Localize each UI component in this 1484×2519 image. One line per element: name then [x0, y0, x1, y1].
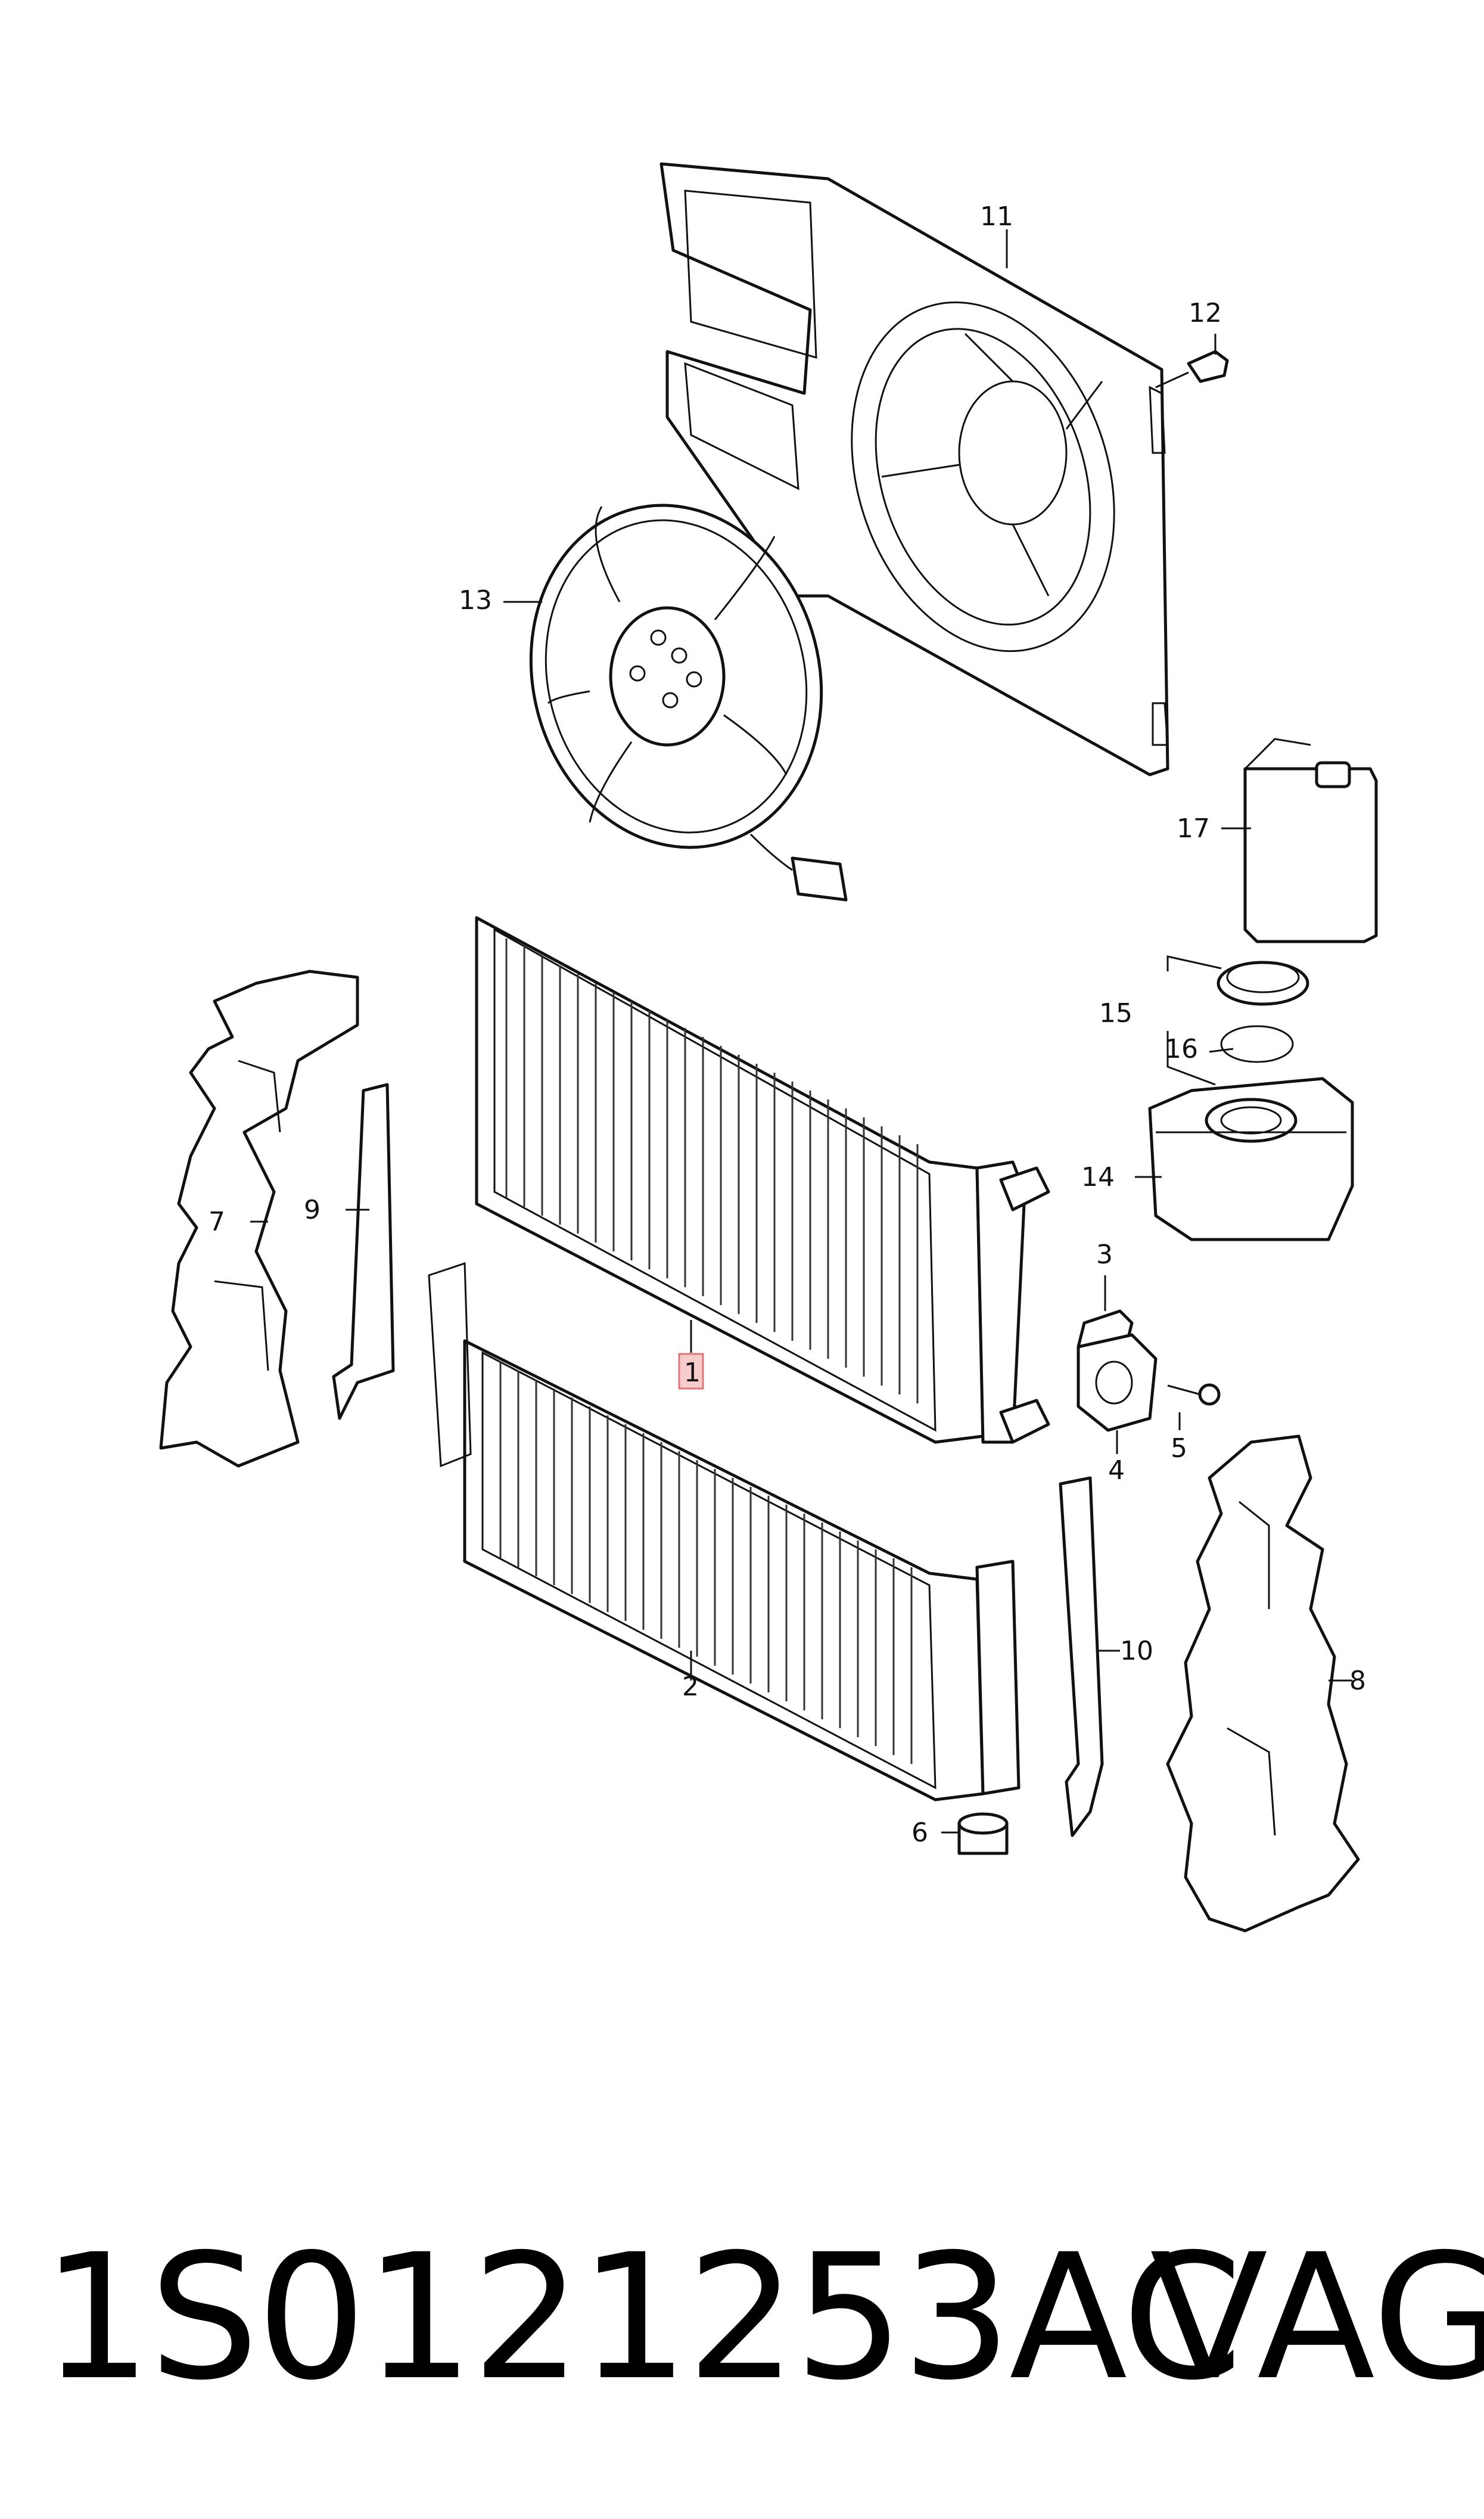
callout-9: 9 — [304, 1195, 321, 1225]
bolt-part-12 — [1155, 350, 1229, 389]
brand-name: VAG — [1150, 2217, 1484, 2418]
parts-exploded-diagram: 1 2 3 4 5 6 7 8 9 10 11 12 13 14 15 16 1… — [159, 162, 1378, 1933]
callout-8: 8 — [1349, 1666, 1366, 1696]
callout-14: 14 — [1081, 1162, 1115, 1192]
callout-11: 11 — [980, 201, 1013, 232]
callout-17: 17 — [1177, 813, 1210, 844]
grommet-part-6 — [957, 1812, 1009, 1855]
cap-part-15 — [1217, 961, 1309, 1006]
fan-shroud-part-11 — [659, 162, 1169, 776]
expansion-tank-part-14 — [1148, 1077, 1354, 1241]
callout-2: 2 — [682, 1672, 699, 1702]
highlight-box-part-1 — [678, 1353, 704, 1390]
seal-strip-right-part-10 — [1059, 1476, 1104, 1837]
condenser-part-2 — [428, 1262, 1021, 1801]
leader-lines — [250, 229, 1352, 1834]
callout-5: 5 — [1171, 1433, 1187, 1464]
bracket-part-4 — [1077, 1333, 1158, 1432]
screw-part-5 — [1167, 1383, 1221, 1406]
radiator-part-1 — [475, 916, 1050, 1444]
callout-7: 7 — [209, 1207, 225, 1237]
callout-4: 4 — [1108, 1455, 1125, 1486]
air-guide-right-part-8 — [1166, 1434, 1360, 1933]
seal-strip-left-part-9 — [332, 1083, 395, 1420]
callout-6: 6 — [911, 1818, 928, 1848]
callout-3: 3 — [1096, 1240, 1113, 1270]
coolant-bottle-part-17 — [1243, 738, 1378, 943]
fan-part-13 — [529, 504, 848, 902]
o-ring-part-16 — [1220, 1025, 1294, 1063]
part-number: 1S0121253AC — [42, 2217, 1243, 2418]
callout-12: 12 — [1189, 298, 1222, 328]
callout-15: 15 — [1099, 998, 1133, 1029]
footer-caption: 1S0121253AC VAG — [0, 2193, 1484, 2443]
air-guide-left-part-7 — [159, 970, 359, 1468]
callout-16: 16 — [1165, 1034, 1198, 1064]
callout-1: 1 — [684, 1358, 701, 1388]
callout-13: 13 — [459, 585, 492, 616]
callout-10: 10 — [1120, 1636, 1153, 1666]
